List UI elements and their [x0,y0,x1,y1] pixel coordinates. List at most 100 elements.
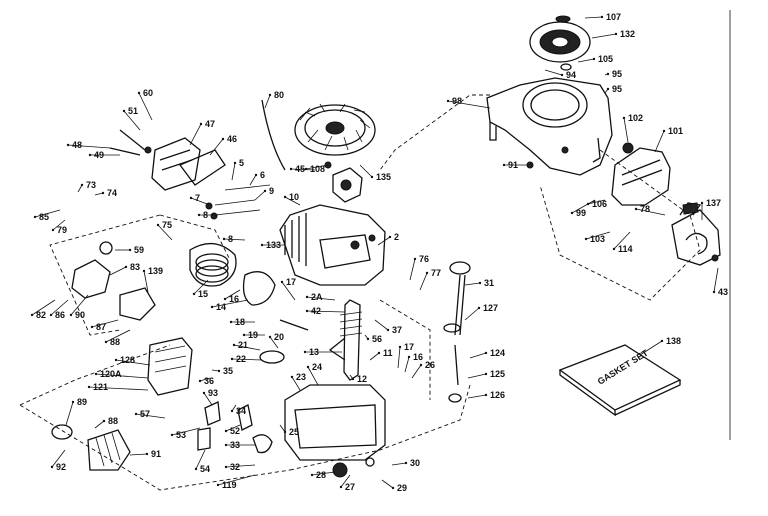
callout-dot-l106 [586,202,590,206]
callout-leader-l103 [585,231,611,240]
callout-dot-l22 [230,357,234,361]
callout-dot-l56 [366,337,370,341]
callout-leader-l37 [374,319,389,331]
part-number-label: 16 [229,294,239,304]
callout-leader-l119 [217,474,256,486]
callout-leader-l21 [233,344,261,351]
callout-dot-l14 [210,305,214,309]
callout-leader-l85 [34,209,61,218]
callout-dot-l125 [484,372,488,376]
callout-dot-l114 [612,247,616,251]
callout-leader-l124 [469,352,487,359]
part-number-label: 90 [75,310,85,320]
callout-dot-l132 [614,32,618,36]
part-number-label: 103 [590,234,605,244]
part-number-label: 17 [404,342,414,352]
part-number-label: 137 [706,198,721,208]
callout-leader-l28 [311,471,336,476]
callout-leader-l138 [639,340,663,356]
callout-leader-l94 [544,69,563,76]
crankshaft [328,299,363,381]
part-number-label: 8 [228,234,233,244]
callout-leader-l132 [591,33,617,39]
callout-dot-l29 [391,486,395,490]
callout-leader-l91b [129,453,148,456]
callout-leader-l29 [381,479,394,489]
callout-leader-l57 [135,413,166,419]
callout-dot-l92 [50,465,54,469]
part-number-label: 106 [592,199,607,209]
part-number-label: 87 [96,322,106,332]
callout-leader-l47 [189,123,202,146]
part-number-label: 121 [93,382,108,392]
fuel-tank [611,142,671,206]
callout-leader-l78 [635,208,666,216]
callout-dot-l27 [339,485,343,489]
callout-dot-l46 [221,137,225,141]
part-number-label: 75 [162,220,172,230]
part-number-label: 77 [431,268,441,278]
callout-leader-l8b [223,238,246,241]
callout-dot-l135 [370,175,374,179]
callout-dot-l119 [216,483,220,487]
callout-dot-l102 [622,116,626,120]
part-number-label: 30 [410,458,420,468]
callout-leader-l23 [291,376,301,391]
recoil-starter-pulley [529,15,591,71]
callout-leader-l135 [359,164,373,178]
callout-dot-l8b [222,237,226,241]
callout-dot-l16 [223,297,227,301]
callout-leader-l7 [190,197,211,206]
part-number-label: 95 [612,69,622,79]
callout-dot-l54 [194,467,198,471]
callout-dot-l105 [592,57,596,61]
dipstick-tube [443,261,471,403]
callout-leader-l86 [50,299,69,316]
part-number-label: 92 [56,462,66,472]
small-hardware [109,129,309,454]
engine-sump [284,384,386,478]
callout-leader-l125 [467,373,487,379]
part-number-label: 45 [295,164,305,174]
callout-leader-l99 [571,199,596,214]
part-number-label: 32 [230,462,240,472]
part-number-label: 88 [110,337,120,347]
part-number-label: 138 [666,336,681,346]
callout-dot-l20 [268,335,272,339]
breather-cover [151,137,226,191]
callout-dot-l57 [134,412,138,416]
callout-dot-l26 [419,363,423,367]
callout-leader-l105 [577,58,595,63]
callout-dot-l5 [233,161,237,165]
callout-leader-l92 [51,449,66,468]
callout-dot-l94 [560,73,564,77]
part-number-label: 95 [612,84,622,94]
callout-leader-l139 [143,270,149,293]
part-number-label: 27 [345,482,355,492]
part-number-label: 89 [77,397,87,407]
part-number-label: 82 [36,310,46,320]
part-number-label: 53 [176,430,186,440]
callout-dot-l93 [202,391,206,395]
part-number-label: 99 [576,208,586,218]
callout-leader-l24 [307,366,319,386]
callout-dot-l18 [229,320,233,324]
carburetor [71,241,276,321]
part-number-label: 127 [483,303,498,313]
callout-dot-l80 [268,93,272,97]
callout-dot-l75 [156,223,160,227]
part-number-label: 139 [148,266,163,276]
callout-dot-l59 [128,248,132,252]
part-number-label: 8 [203,210,208,220]
callout-leader-l17 [281,281,296,301]
callout-leader-l45 [290,168,316,171]
callout-dot-l21 [232,343,236,347]
callout-leader-l128 [115,359,151,366]
callout-leader-l83 [109,266,127,276]
callout-dot-l90 [69,313,73,317]
callout-leader-l26 [411,364,422,379]
callout-leader-l74 [94,192,104,196]
callout-dot-l60 [137,91,141,95]
callout-dot-l79 [51,228,55,232]
